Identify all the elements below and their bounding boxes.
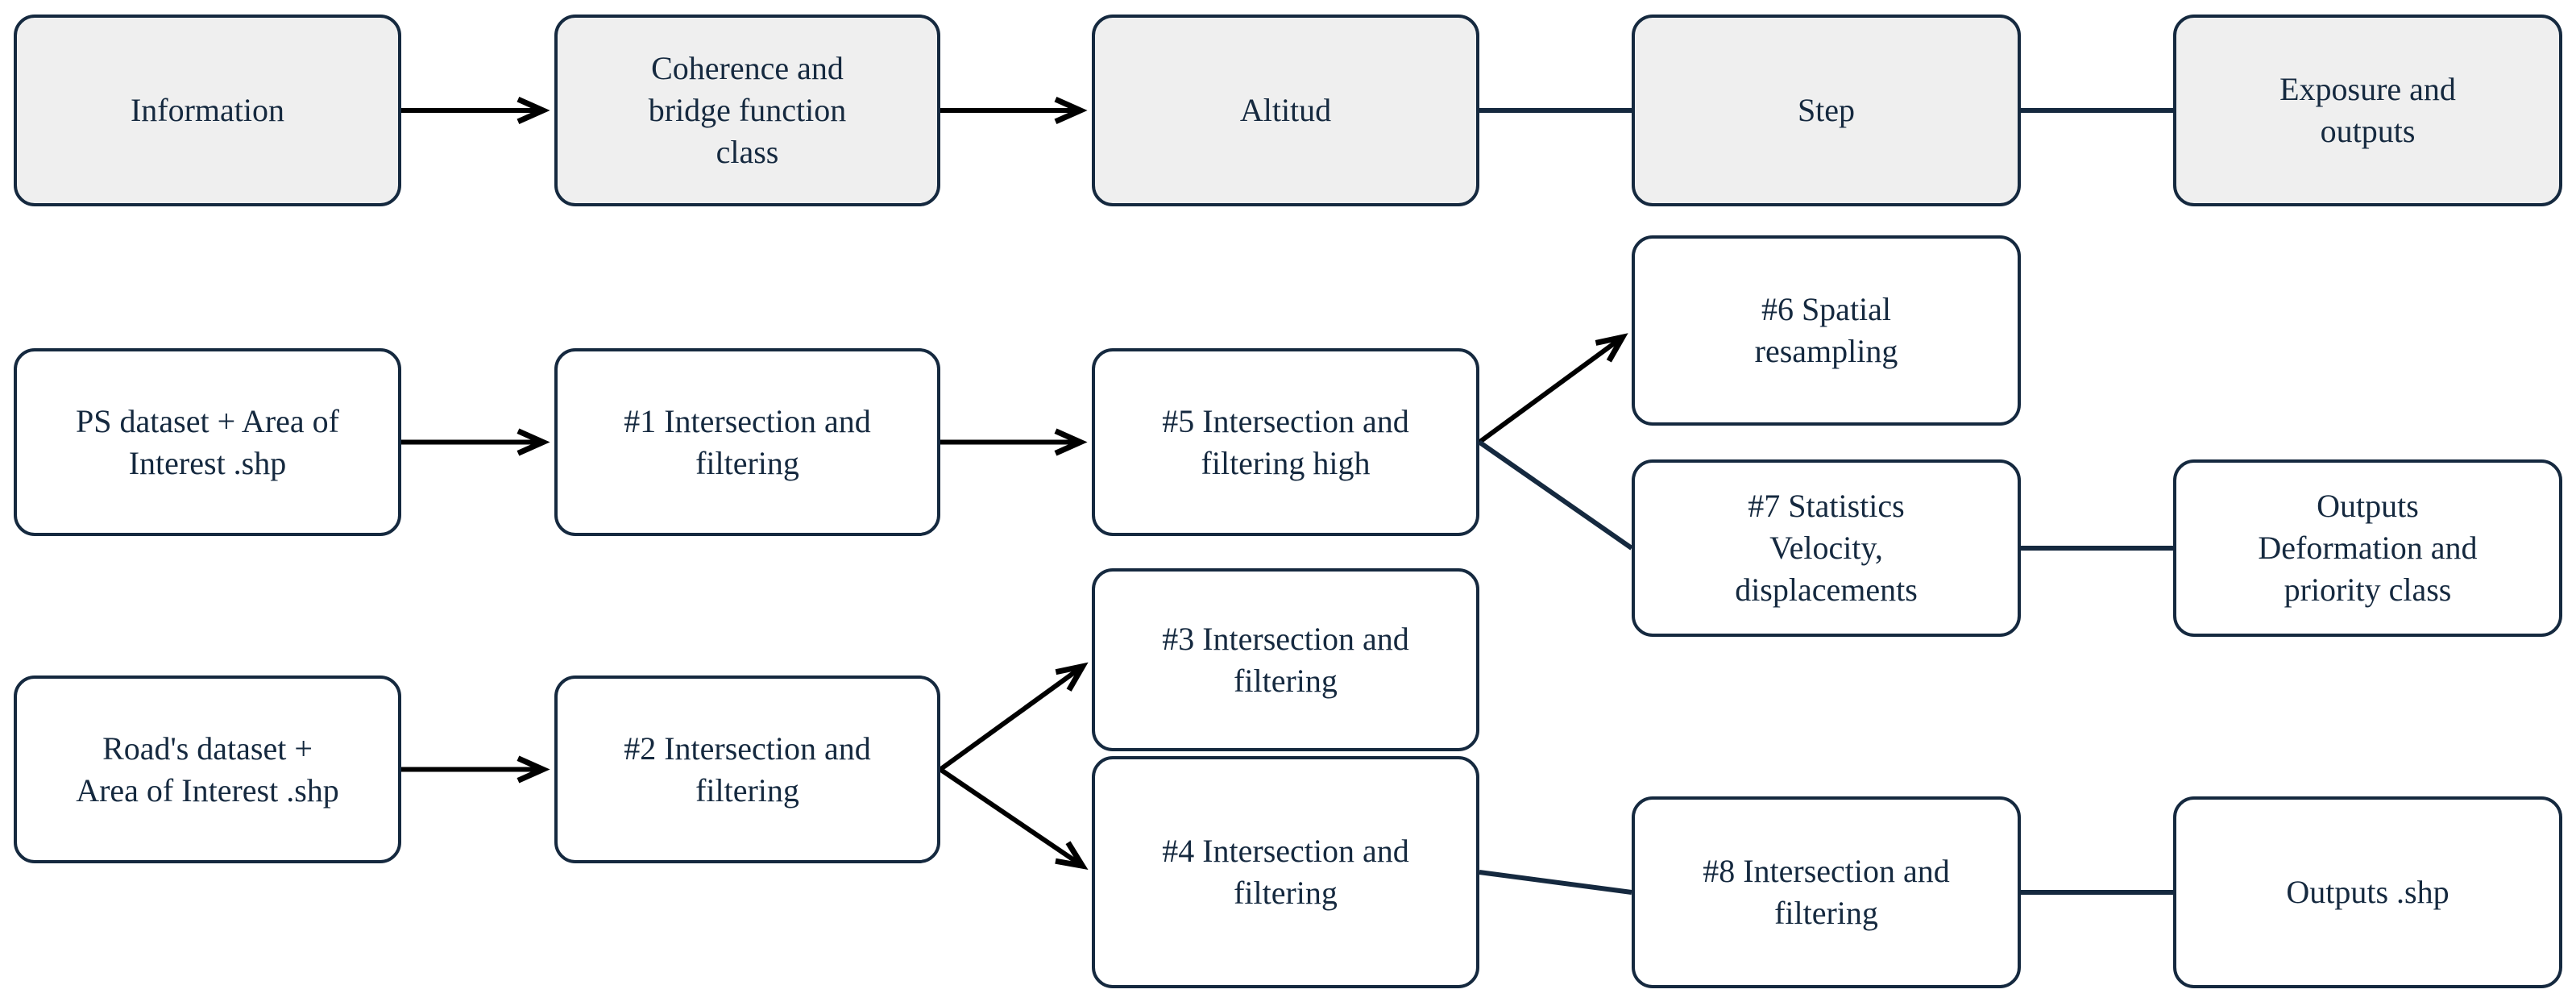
node-label-altitud: Altitud <box>1239 92 1332 128</box>
node-information[interactable]: Information <box>14 15 401 206</box>
node-label-step-1: #1 Intersection and filtering <box>624 402 871 481</box>
node-coherence[interactable]: Coherence and bridge function class <box>554 15 940 206</box>
node-step-7[interactable]: #7 Statistics Velocity, displacements <box>1632 459 2021 637</box>
connector-line <box>1478 335 1624 444</box>
connector-e-step5-step7 <box>1478 440 1633 551</box>
node-altitud[interactable]: Altitud <box>1092 15 1479 206</box>
node-step-5[interactable]: #5 Intersection and filtering high <box>1092 348 1479 536</box>
connector-e-step2-step3 <box>939 662 1089 771</box>
connector-e-step5-step6 <box>1478 333 1628 444</box>
node-label-step-6: #6 Spatial resampling <box>1754 291 1898 369</box>
node-label-outputs-shp: Outputs .shp <box>2286 874 2449 910</box>
node-step-3[interactable]: #3 Intersection and filtering <box>1092 568 1479 751</box>
arrowhead-icon <box>1595 333 1628 363</box>
node-step-4[interactable]: #4 Intersection and filtering <box>1092 756 1479 988</box>
node-step-2[interactable]: #2 Intersection and filtering <box>554 676 940 863</box>
node-outputs-deformation[interactable]: Outputs Deformation and priority class <box>2173 459 2562 637</box>
node-label-step-4: #4 Intersection and filtering <box>1162 833 1409 911</box>
node-step-6[interactable]: #6 Spatial resampling <box>1632 235 2021 426</box>
node-roads-dataset[interactable]: Road's dataset + Area of Interest .shp <box>14 676 401 863</box>
node-ps-dataset[interactable]: PS dataset + Area of Interest .shp <box>14 348 401 536</box>
node-label-step-2: #2 Intersection and filtering <box>624 730 871 809</box>
connector-e-coherence-altitud <box>940 96 1088 125</box>
node-label-outputs-deformation: Outputs Deformation and priority class <box>2258 488 2478 608</box>
connector-e-information-coherence <box>401 96 550 125</box>
node-step-1[interactable]: #1 Intersection and filtering <box>554 348 940 536</box>
node-label-step-3: #3 Intersection and filtering <box>1162 620 1409 699</box>
node-label-step-7: #7 Statistics Velocity, displacements <box>1735 488 1918 608</box>
node-label-information: Information <box>130 92 285 128</box>
arrowhead-icon <box>1055 662 1089 692</box>
arrowhead-icon <box>1054 96 1088 125</box>
connector-e-step2-step4 <box>939 767 1089 870</box>
node-label-roads-dataset: Road's dataset + Area of Interest .shp <box>76 730 339 809</box>
connector-line <box>1478 440 1633 551</box>
connector-line <box>1479 870 1632 895</box>
arrowhead-icon <box>516 755 550 784</box>
arrowhead-icon <box>1054 428 1088 456</box>
node-label-step-8: #8 Intersection and filtering <box>1703 853 1950 931</box>
arrowhead-icon <box>516 428 550 456</box>
arrowhead-icon <box>516 96 550 125</box>
node-label-coherence: Coherence and bridge function class <box>648 50 847 170</box>
connector-e-ps-step1 <box>401 428 550 456</box>
node-label-step: Step <box>1797 92 1856 128</box>
arrowhead-icon <box>1055 841 1089 870</box>
connector-line <box>939 664 1085 771</box>
node-step[interactable]: Step <box>1632 15 2021 206</box>
node-outputs-shp[interactable]: Outputs .shp <box>2173 796 2562 988</box>
node-exposure-outputs[interactable]: Exposure and outputs <box>2173 15 2562 206</box>
node-label-exposure-outputs: Exposure and outputs <box>2279 71 2456 149</box>
node-step-8[interactable]: #8 Intersection and filtering <box>1632 796 2021 988</box>
connector-e-roads-step2 <box>401 755 550 784</box>
connector-e-step1-step5 <box>940 428 1088 456</box>
node-label-step-5: #5 Intersection and filtering high <box>1162 402 1409 481</box>
connector-line <box>939 767 1085 868</box>
node-label-ps-dataset: PS dataset + Area of Interest .shp <box>76 402 339 481</box>
connector-e-step4-step8 <box>1479 870 1632 895</box>
